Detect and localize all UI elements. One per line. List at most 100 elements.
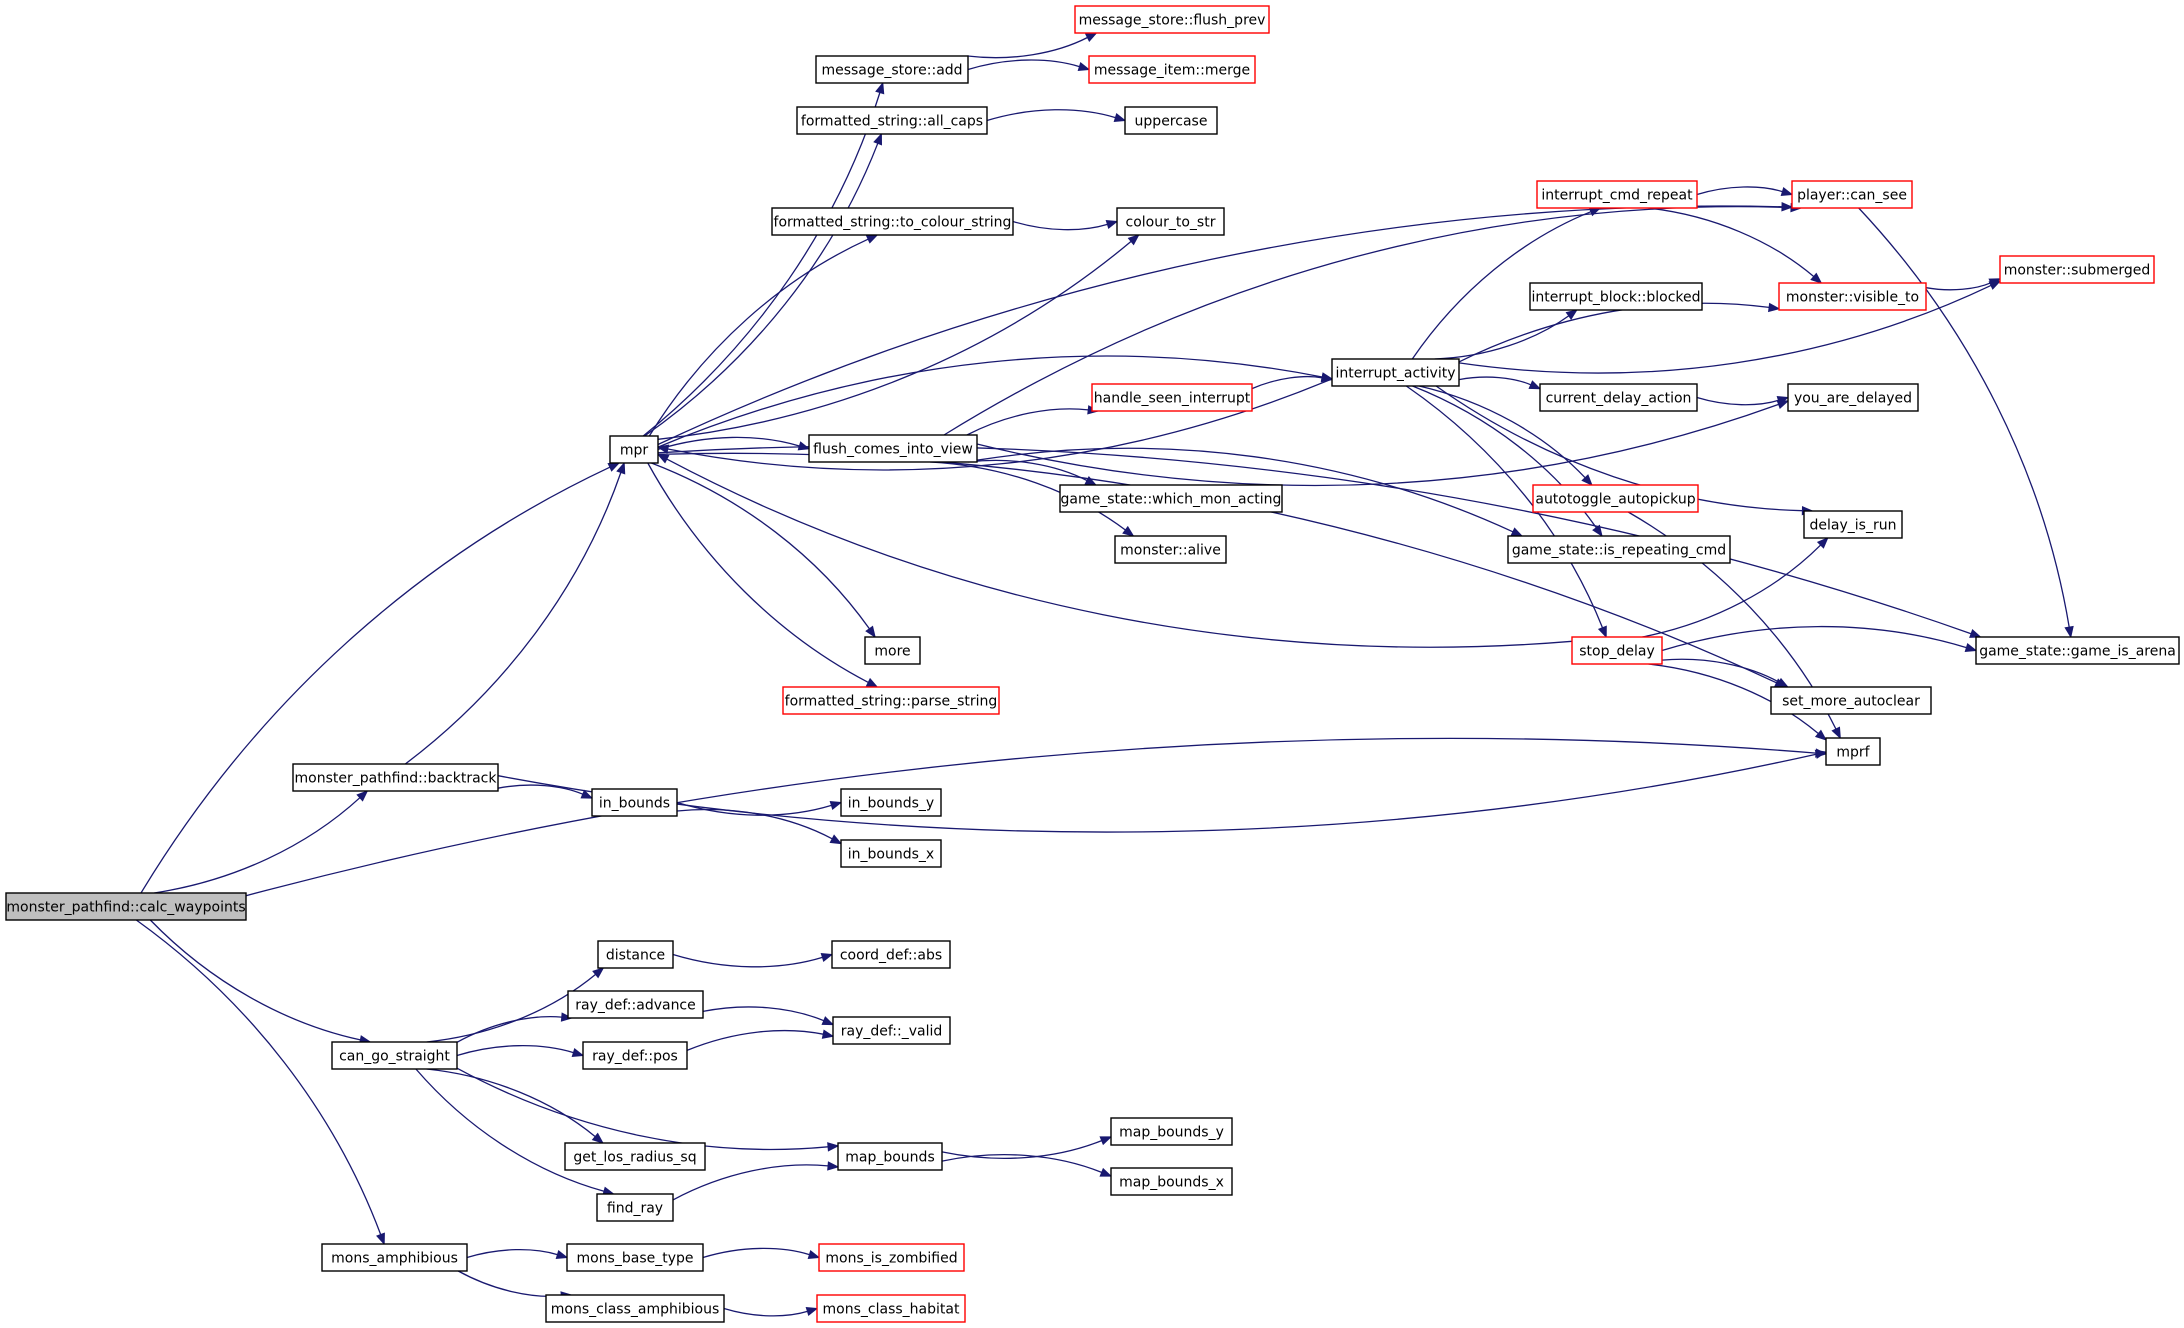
graph-node-mprf[interactable]: mprf — [1825, 737, 1881, 766]
node-label: message_store::flush_prev — [1079, 13, 1266, 29]
call-edge-mpr-to-msgadd — [642, 81, 885, 437]
graph-node-mpr[interactable]: mpr — [609, 435, 659, 464]
edge-line — [976, 447, 1514, 533]
node-box — [1975, 636, 2180, 665]
arrowhead — [1084, 32, 1098, 42]
graph-node-findray[interactable]: find_ray — [596, 1193, 674, 1222]
edge-line — [1696, 186, 1783, 196]
graph-node-inboundsx[interactable]: in_bounds_x — [840, 839, 942, 868]
node-label: uppercase — [1135, 114, 1208, 130]
graph-node-allcaps[interactable]: formatted_string::all_caps — [796, 106, 988, 135]
graph-node-alive[interactable]: monster::alive — [1114, 535, 1227, 564]
node-box — [567, 990, 704, 1019]
node-box — [1539, 383, 1698, 412]
node-label: flush_comes_into_view — [813, 442, 973, 458]
call-edge-calc-to-mprf — [245, 737, 1828, 897]
graph-node-delayed[interactable]: you_are_delayed — [1787, 383, 1919, 412]
arrowhead — [1780, 186, 1794, 196]
graph-node-more[interactable]: more — [864, 636, 921, 665]
node-box — [1124, 106, 1218, 135]
graph-node-cango[interactable]: can_go_straight — [331, 1041, 458, 1070]
graph-node-colourtostr[interactable]: colour_to_str — [1116, 207, 1225, 236]
graph-node-classhabitat[interactable]: mons_class_habitat — [816, 1294, 966, 1323]
node-label: map_bounds_y — [1119, 1125, 1224, 1141]
graph-node-parsestring[interactable]: formatted_string::parse_string — [782, 686, 1000, 715]
edge-line — [149, 919, 361, 1041]
graph-node-stopdelay[interactable]: stop_delay — [1571, 636, 1663, 665]
call-edge-mapbounds-to-mapboundsy — [941, 1136, 1113, 1159]
graph-node-inboundsy[interactable]: in_bounds_y — [840, 788, 942, 817]
graph-node-valid[interactable]: ray_def::_valid — [832, 1016, 951, 1045]
call-edge-interruptcmd-to-visibleto — [1648, 207, 1823, 284]
call-edge-calc-to-backtrack — [154, 790, 369, 894]
graph-node-flushcomes[interactable]: flush_comes_into_view — [808, 434, 978, 463]
graph-node-tocolour[interactable]: formatted_string::to_colour_string — [771, 207, 1014, 236]
graph-node-msgadd[interactable]: message_store::add — [815, 55, 969, 84]
graph-node-delayisrun[interactable]: delay_is_run — [1803, 510, 1903, 539]
arrowhead — [1099, 1136, 1113, 1146]
graph-node-mapboundsy[interactable]: map_bounds_y — [1110, 1117, 1233, 1146]
graph-node-handleseen[interactable]: handle_seen_interrupt — [1091, 383, 1253, 412]
node-box — [1059, 484, 1283, 513]
node-label: current_delay_action — [1546, 391, 1692, 407]
node-label: ray_def::pos — [592, 1049, 678, 1065]
node-box — [808, 434, 978, 463]
graph-node-autotoggle[interactable]: autotoggle_autopickup — [1532, 484, 1699, 513]
node-label: game_state::game_is_arena — [1979, 644, 2176, 660]
call-edge-mpr-to-gameisarena — [657, 445, 1982, 638]
edge-line — [1661, 625, 1967, 652]
graph-node-merge[interactable]: message_item::merge — [1088, 55, 1256, 84]
node-box — [566, 1243, 704, 1272]
node-box — [1116, 207, 1225, 236]
graph-node-flushprev[interactable]: message_store::flush_prev — [1074, 5, 1270, 34]
graph-node-pos[interactable]: ray_def::pos — [582, 1041, 688, 1070]
edge-line — [672, 953, 823, 968]
graph-node-losradius[interactable]: get_los_radius_sq — [564, 1142, 706, 1171]
node-label: message_item::merge — [1094, 63, 1250, 79]
graph-node-whichmon[interactable]: game_state::which_mon_acting — [1059, 484, 1283, 513]
arrowhead — [1127, 234, 1140, 246]
call-edge-inbounds-to-inboundsy — [676, 801, 843, 816]
call-edge-stopdelay-to-setmore — [1661, 658, 1789, 688]
node-label: mons_base_type — [576, 1251, 693, 1267]
graph-node-mapbounds[interactable]: map_bounds — [837, 1142, 943, 1171]
graph-node-isrepeating[interactable]: game_state::is_repeating_cmd — [1507, 535, 1731, 564]
graph-node-interruptact[interactable]: interrupt_activity — [1331, 358, 1460, 387]
call-edge-flushcomes-to-alive — [930, 461, 1135, 537]
graph-node-basetype[interactable]: mons_base_type — [566, 1243, 704, 1272]
graph-node-gameisarena[interactable]: game_state::game_is_arena — [1975, 636, 2180, 665]
call-edge-basetype-to-zombified — [702, 1247, 821, 1259]
call-edge-cango-to-losradius — [426, 1068, 604, 1144]
edge-line — [135, 919, 382, 1235]
node-box — [582, 1041, 688, 1070]
graph-node-interruptcmd[interactable]: interrupt_cmd_repeat — [1536, 180, 1698, 209]
node-label: message_store::add — [821, 63, 962, 79]
graph-node-abs[interactable]: coord_def::abs — [831, 940, 951, 969]
graph-node-cansee[interactable]: player::can_see — [1791, 180, 1913, 209]
graph-node-curdelay[interactable]: current_delay_action — [1539, 383, 1698, 412]
edge-line — [651, 462, 870, 630]
node-box — [837, 1142, 943, 1171]
call-edge-amphibious-to-basetype — [466, 1248, 569, 1259]
node-box — [840, 839, 942, 868]
graph-node-backtrack[interactable]: monster_pathfind::backtrack — [292, 763, 499, 792]
arrowhead — [1988, 280, 2002, 290]
graph-node-visibleto[interactable]: monster::visible_to — [1778, 282, 1927, 311]
graph-node-calc[interactable]: monster_pathfind::calc_waypoints — [5, 892, 247, 921]
node-box — [596, 1193, 674, 1222]
arrowhead — [1597, 625, 1607, 639]
node-label: stop_delay — [1579, 644, 1655, 660]
graph-node-distance[interactable]: distance — [597, 940, 674, 969]
graph-node-setmore[interactable]: set_more_autoclear — [1770, 686, 1932, 715]
graph-node-zombified[interactable]: mons_is_zombified — [818, 1243, 965, 1272]
graph-node-blocked[interactable]: interrupt_block::blocked — [1529, 282, 1703, 311]
graph-node-advance[interactable]: ray_def::advance — [567, 990, 704, 1019]
edge-line — [966, 408, 1089, 436]
graph-node-uppercase[interactable]: uppercase — [1124, 106, 1218, 135]
graph-node-mapboundsx[interactable]: map_bounds_x — [1110, 1167, 1233, 1196]
graph-node-inbounds[interactable]: in_bounds — [591, 788, 678, 817]
node-box — [597, 940, 674, 969]
graph-node-amphibious[interactable]: mons_amphibious — [321, 1243, 468, 1272]
graph-node-classamph[interactable]: mons_class_amphibious — [545, 1294, 725, 1323]
graph-node-submerged[interactable]: monster::submerged — [1999, 255, 2155, 284]
